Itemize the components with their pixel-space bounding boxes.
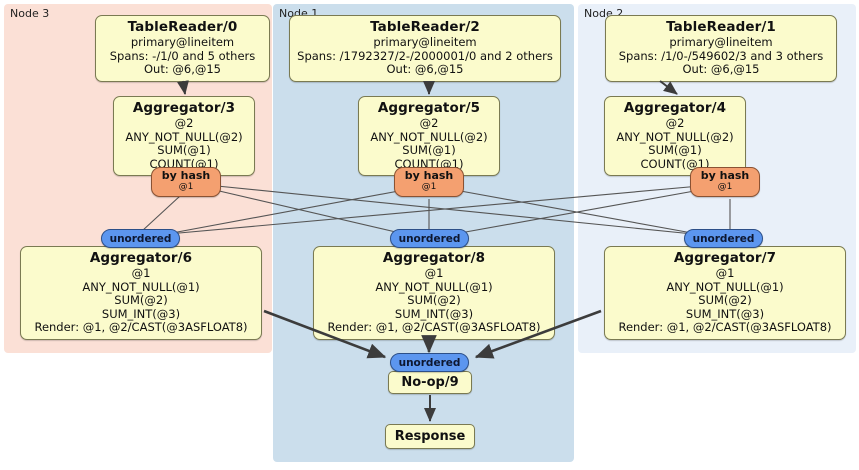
badge-label: unordered — [109, 232, 172, 245]
processor-title: Aggregator/7 — [673, 250, 777, 266]
processor-aggregator-5[interactable]: Aggregator/5 @2 ANY_NOT_NULL(@2) SUM(@1)… — [358, 96, 500, 176]
processor-line: Out: @6,@15 — [682, 62, 760, 76]
processor-title: Aggregator/4 — [623, 100, 727, 116]
processor-line: SUM_INT(@3) — [394, 306, 474, 321]
processor-line: SUM(@1) — [648, 143, 702, 157]
processor-line: primary@lineitem — [130, 35, 235, 49]
badge-label: unordered — [398, 232, 461, 245]
processor-line: @1 — [131, 266, 151, 280]
processor-response[interactable]: Response — [385, 424, 475, 449]
badge-unordered-left[interactable]: unordered — [101, 229, 180, 248]
processor-aggregator-7[interactable]: Aggregator/7 @1 ANY_NOT_NULL(@1) SUM(@2)… — [604, 246, 846, 340]
processor-line: Out: @6,@15 — [386, 62, 464, 76]
processor-aggregator-4[interactable]: Aggregator/4 @2 ANY_NOT_NULL(@2) SUM(@1)… — [604, 96, 746, 176]
badge-by-hash-mid[interactable]: by hash @1 — [394, 167, 464, 197]
processor-line: ANY_NOT_NULL(@2) — [616, 129, 734, 144]
processor-table-reader-2[interactable]: TableReader/2 primary@lineitem Spans: /1… — [289, 15, 561, 82]
processor-line: COUNT(@1) — [394, 156, 464, 171]
processor-line: ANY_NOT_NULL(@2) — [370, 129, 488, 144]
processor-line: SUM(@2) — [407, 293, 461, 307]
processor-line: ANY_NOT_NULL(@2) — [125, 129, 243, 144]
processor-line: @2 — [665, 116, 685, 130]
processor-line: primary@lineitem — [669, 35, 773, 49]
processor-line: ANY_NOT_NULL(@1) — [82, 279, 200, 294]
processor-line: @2 — [174, 116, 194, 130]
processor-line: SUM_INT(@3) — [685, 306, 765, 321]
processor-line: Spans: -/1/0 and 5 others — [109, 48, 256, 63]
processor-title: No-op/9 — [401, 375, 459, 390]
badge-label: unordered — [692, 232, 755, 245]
processor-line: Render: @1, @2/CAST(@3ASFLOAT8) — [327, 320, 541, 334]
processor-line: ANY_NOT_NULL(@1) — [375, 279, 493, 294]
processor-line: SUM(@1) — [402, 143, 456, 157]
processor-line: SUM(@1) — [157, 143, 211, 157]
badge-unordered-final[interactable]: unordered — [390, 353, 469, 372]
processor-title: TableReader/1 — [666, 19, 776, 35]
processor-aggregator-3[interactable]: Aggregator/3 @2 ANY_NOT_NULL(@2) SUM(@1)… — [113, 96, 255, 176]
processor-line: Spans: /1/0-/549602/3 and 3 others — [618, 48, 824, 63]
processor-line: @1 — [715, 266, 735, 280]
badge-by-hash-right[interactable]: by hash @1 — [690, 167, 760, 197]
processor-line: SUM_INT(@3) — [101, 306, 181, 321]
processor-line: Out: @6,@15 — [144, 62, 221, 76]
processor-aggregator-8[interactable]: Aggregator/8 @1 ANY_NOT_NULL(@1) SUM(@2)… — [313, 246, 555, 340]
processor-line: ANY_NOT_NULL(@1) — [666, 279, 784, 294]
processor-title: Aggregator/3 — [132, 100, 236, 116]
badge-sublabel: @1 — [421, 182, 437, 192]
processor-line: SUM(@2) — [698, 293, 752, 307]
node-label-node3: Node 3 — [10, 7, 50, 20]
processor-line: COUNT(@1) — [640, 156, 710, 171]
badge-unordered-right[interactable]: unordered — [684, 229, 763, 248]
badge-label: by hash — [700, 169, 750, 182]
processor-line: Render: @1, @2/CAST(@3ASFLOAT8) — [34, 320, 248, 334]
processor-title: Aggregator/5 — [377, 100, 481, 116]
processor-aggregator-6[interactable]: Aggregator/6 @1 ANY_NOT_NULL(@1) SUM(@2)… — [20, 246, 262, 340]
processor-line: COUNT(@1) — [149, 156, 219, 171]
processor-line: primary@lineitem — [373, 35, 477, 49]
processor-line: SUM(@2) — [114, 293, 168, 307]
processor-line: Render: @1, @2/CAST(@3ASFLOAT8) — [618, 320, 832, 334]
processor-title: TableReader/2 — [370, 19, 480, 35]
processor-line: @2 — [419, 116, 439, 130]
badge-unordered-mid[interactable]: unordered — [390, 229, 469, 248]
processor-noop-9[interactable]: No-op/9 — [388, 371, 472, 394]
processor-line: @1 — [424, 266, 444, 280]
badge-sublabel: @1 — [717, 182, 733, 192]
processor-table-reader-0[interactable]: TableReader/0 primary@lineitem Spans: -/… — [95, 15, 270, 82]
badge-sublabel: @1 — [178, 182, 194, 192]
processor-title: Response — [394, 429, 466, 444]
processor-title: TableReader/0 — [127, 19, 238, 35]
processor-title: Aggregator/6 — [89, 250, 193, 266]
processor-table-reader-1[interactable]: TableReader/1 primary@lineitem Spans: /1… — [605, 15, 837, 82]
badge-label: by hash — [161, 169, 211, 182]
processor-title: Aggregator/8 — [382, 250, 486, 266]
badge-label: unordered — [398, 356, 461, 369]
badge-by-hash-left[interactable]: by hash @1 — [151, 167, 221, 197]
processor-line: Spans: /1792327/2-/2000001/0 and 2 other… — [297, 48, 553, 63]
badge-label: by hash — [404, 169, 454, 182]
